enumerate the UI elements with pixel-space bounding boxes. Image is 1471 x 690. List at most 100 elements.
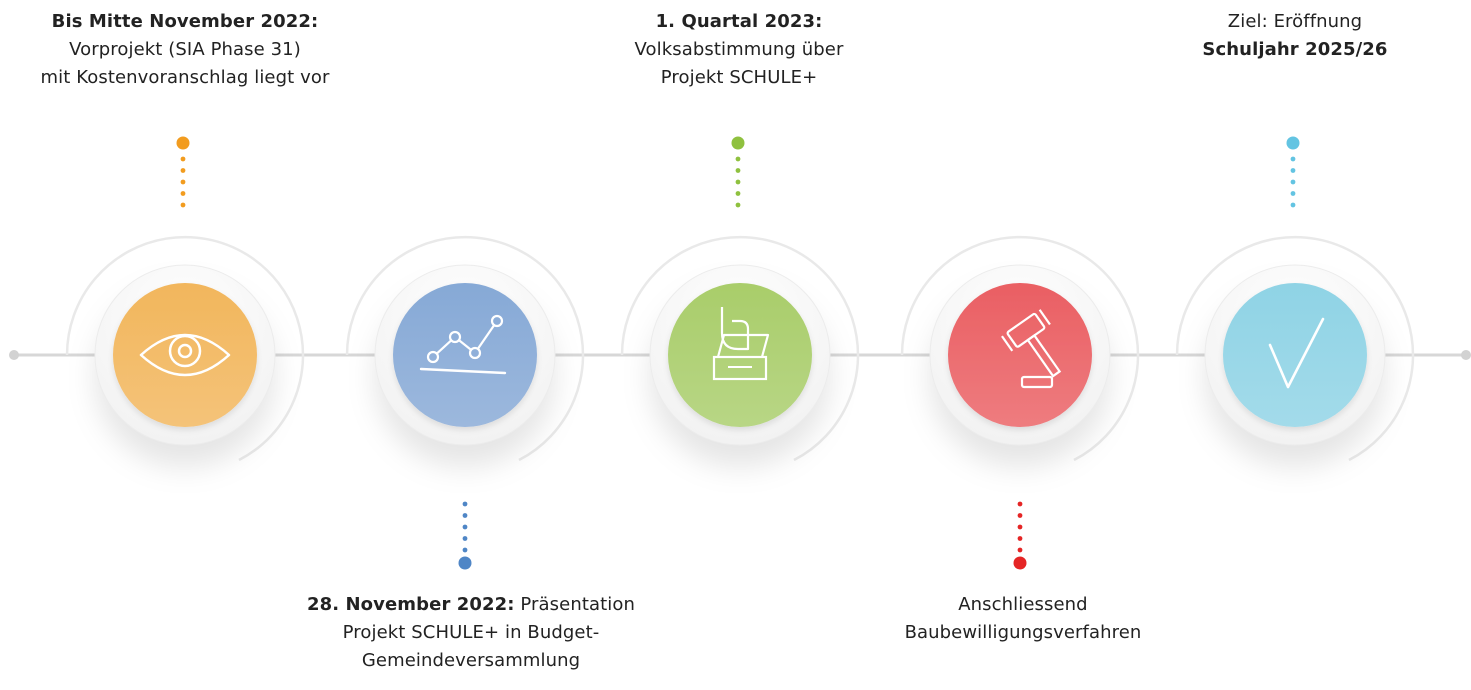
chart-point <box>448 330 462 344</box>
chart-segment <box>435 339 453 355</box>
white-disc-edge <box>374 264 556 446</box>
caption-line: 28. November 2022: Präsentation <box>251 591 691 619</box>
caption-line: Ziel: Eröffnung <box>1075 8 1471 36</box>
dotted-connector <box>176 136 190 208</box>
connector-dot <box>1017 536 1023 541</box>
connector-dot <box>735 156 741 162</box>
chart-segment <box>458 339 472 351</box>
connector-end-dot <box>176 136 190 150</box>
dotted-connector <box>1013 501 1027 570</box>
caption-bold-text: 28. November 2022: <box>306 594 515 615</box>
ballot-box-top <box>716 333 770 358</box>
connector-end-dot <box>458 556 472 570</box>
caption-text: mit Kostenvoranschlag liegt vor <box>40 67 330 88</box>
caption-line: Projekt SCHULE+ in Budget- <box>251 619 691 647</box>
milestone-caption: Bis Mitte November 2022: Vorprojekt (SIA … <box>0 8 405 92</box>
white-disc-edge <box>649 264 831 446</box>
connector-end-dot <box>731 136 745 150</box>
ballot-box-icon <box>712 307 770 381</box>
caption-text: Gemeindeversammlung <box>361 650 581 671</box>
outer-ring-arc <box>1175 235 1415 462</box>
chart-baseline <box>419 367 507 375</box>
caption-line: Projekt SCHULE+ <box>519 64 959 92</box>
milestone-node <box>900 235 1140 570</box>
gavel-icon <box>1001 309 1062 389</box>
colored-circle <box>393 283 537 427</box>
gavel-handle <box>1026 333 1062 378</box>
dotted-connector <box>1286 136 1300 208</box>
milestone-node <box>1175 136 1415 462</box>
outer-ring-arc <box>65 235 305 462</box>
connector-dot <box>180 168 186 173</box>
connector-dot <box>180 156 186 162</box>
milestone-node <box>620 136 860 462</box>
caption-text: Präsentation <box>514 594 636 615</box>
ballot-box-body <box>712 355 768 381</box>
chart-segment <box>476 324 496 350</box>
outer-ring-arc <box>900 235 1140 462</box>
white-disc-edge <box>929 264 1111 446</box>
connector-dot <box>180 179 186 185</box>
outer-ring-arc <box>620 235 860 462</box>
white-disc-edge <box>1204 264 1386 446</box>
caption-line: mit Kostenvoranschlag liegt vor <box>0 64 405 92</box>
eye-icon <box>139 333 231 377</box>
connector-dot <box>180 191 186 196</box>
eye-pupil <box>177 343 193 359</box>
connector-dot <box>1017 513 1023 518</box>
caption-text: Volksabstimmung über <box>634 39 844 60</box>
chart-point <box>468 346 482 360</box>
connector-dot <box>1290 156 1296 162</box>
eye-iris <box>168 334 202 368</box>
dotted-connector <box>731 136 745 208</box>
connector-dot <box>735 202 741 208</box>
connector-dot <box>1290 179 1296 185</box>
connector-dot <box>735 179 741 185</box>
caption-bold-text: Schuljahr 2025/26 <box>1202 39 1388 60</box>
connector-dot <box>1017 501 1023 507</box>
white-disc-edge <box>94 264 276 446</box>
gavel-cap-right <box>1038 309 1051 326</box>
caption-bold-text: Bis Mitte November 2022: <box>51 11 319 32</box>
caption-bold-text: 1. Quartal 2023: <box>655 11 823 32</box>
caption-line: Vorprojekt (SIA Phase 31) <box>0 36 405 64</box>
caption-line: Anschliessend <box>803 591 1243 619</box>
caption-text: Vorprojekt (SIA Phase 31) <box>69 39 301 60</box>
checkmark-icon <box>1268 317 1325 389</box>
caption-line: Volksabstimmung über <box>519 36 959 64</box>
gavel-group <box>1001 309 1062 378</box>
caption-text: Ziel: Eröffnung <box>1227 11 1363 32</box>
chart-point <box>426 350 440 364</box>
caption-line: Schuljahr 2025/26 <box>1075 36 1471 64</box>
caption-line: 1. Quartal 2023: <box>519 8 959 36</box>
connector-dot <box>462 524 468 530</box>
gavel-cap-left <box>1001 335 1014 352</box>
timeline-end-dot <box>1461 350 1471 360</box>
connector-dot <box>462 547 468 553</box>
caption-line: Baubewilligungsverfahren <box>803 619 1243 647</box>
gavel-block <box>1020 375 1054 389</box>
eye-outline <box>139 333 231 377</box>
caption-text: Anschliessend <box>958 594 1088 615</box>
colored-circle <box>668 283 812 427</box>
milestone-node <box>345 235 585 570</box>
connector-dot <box>1290 191 1296 196</box>
connector-end-dot <box>1286 136 1300 150</box>
checkmark-stroke <box>1268 317 1325 389</box>
connector-dot <box>735 191 741 196</box>
milestone-node <box>65 136 305 462</box>
caption-text: Baubewilligungsverfahren <box>904 622 1142 643</box>
caption-text: Projekt SCHULE+ in Budget- <box>342 622 600 643</box>
connector-dot <box>1290 168 1296 173</box>
connector-dot <box>462 513 468 518</box>
connector-dot <box>1017 524 1023 530</box>
connector-dot <box>462 501 468 507</box>
colored-circle <box>1223 283 1367 427</box>
colored-circle <box>113 283 257 427</box>
timeline-start-dot <box>9 350 19 360</box>
connector-dot <box>1017 547 1023 553</box>
connector-dot <box>735 168 741 173</box>
